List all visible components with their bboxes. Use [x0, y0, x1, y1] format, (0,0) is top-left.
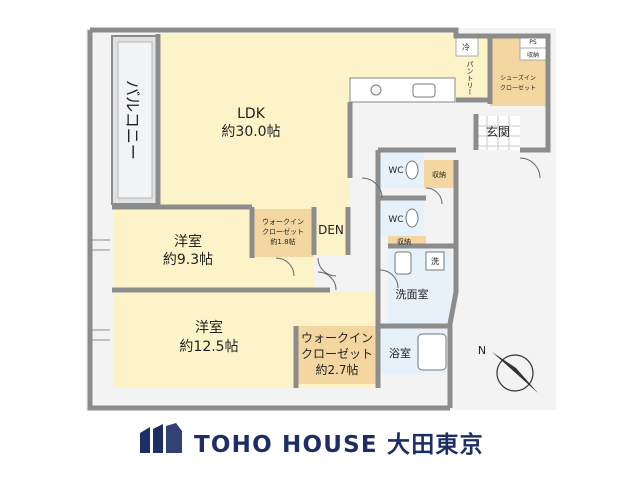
- bathroom-label: 浴室: [389, 346, 411, 360]
- washing-machine-icon: [425, 251, 445, 271]
- wic-large-line2: クローゼット: [301, 347, 373, 361]
- ldk-name: LDK: [237, 106, 266, 122]
- walls: [87, 27, 551, 411]
- wic-small-line1: ウォークイン: [262, 218, 304, 226]
- wic-large-floor: [298, 326, 376, 384]
- den-floor: [314, 209, 348, 255]
- bedroom1-size: 約9.3帖: [163, 252, 213, 268]
- wic-large-line1: ウォークイン: [301, 331, 373, 345]
- storage2-label: 収納: [397, 237, 411, 246]
- entrance-tile-grid: [476, 116, 520, 150]
- brand-name: TOHO HOUSE 大田東京: [194, 432, 484, 458]
- balcony-inner: [117, 41, 153, 199]
- compass: N: [478, 344, 538, 393]
- storage1-floor: [424, 160, 454, 188]
- sink-icon: [412, 83, 436, 98]
- bathtub-icon: [417, 333, 447, 371]
- wic-small-line2: クローゼット: [262, 227, 304, 236]
- toilet1-icon: [405, 160, 419, 180]
- bedroom2-size: 約12.5帖: [179, 339, 238, 355]
- toilet2-icon: [405, 208, 419, 228]
- storage1-label: 収納: [432, 170, 446, 179]
- compass-ring: [496, 354, 534, 392]
- brand-mark-icon: [140, 423, 182, 453]
- ps-label: PS: [529, 39, 537, 46]
- wic-small-line3: 約1.8帖: [270, 237, 295, 246]
- wc2-label: WC: [388, 215, 403, 225]
- compass-arrow-icon: [492, 352, 538, 393]
- ldk-floor: [158, 34, 350, 209]
- entrance-label: 玄関: [486, 124, 510, 139]
- washroom-label: 洗面室: [396, 287, 429, 301]
- storage2-floor: [388, 236, 426, 246]
- wc1-label: WC: [388, 166, 403, 176]
- shoes-closet-line1: シューズイン: [500, 74, 536, 82]
- balcony-label: バルコニー: [123, 80, 142, 160]
- washing-machine-label: 洗: [431, 256, 439, 266]
- bedroom1-name: 洋室: [174, 233, 202, 250]
- den-label: DEN: [318, 223, 344, 237]
- doors: [275, 157, 541, 291]
- pantry-label: パントリー: [466, 61, 474, 96]
- wic-small-floor: [252, 209, 314, 257]
- shoes-closet-line2: クローゼット: [500, 84, 536, 92]
- storage-small-label: 収納: [527, 51, 539, 59]
- fridge-label: 冷: [462, 42, 470, 52]
- brand-logo: TOHO HOUSE 大田東京: [138, 423, 510, 458]
- compass-label: N: [478, 344, 486, 357]
- ldk-size: 約30.0帖: [221, 124, 280, 140]
- kitchen-counter: [349, 77, 456, 103]
- window-marks: [92, 239, 110, 341]
- vanity-icon: [394, 251, 412, 275]
- stove-icon: [370, 84, 382, 96]
- wic-large-line3: 約2.7帖: [315, 362, 358, 377]
- bedroom2-name: 洋室: [195, 319, 223, 336]
